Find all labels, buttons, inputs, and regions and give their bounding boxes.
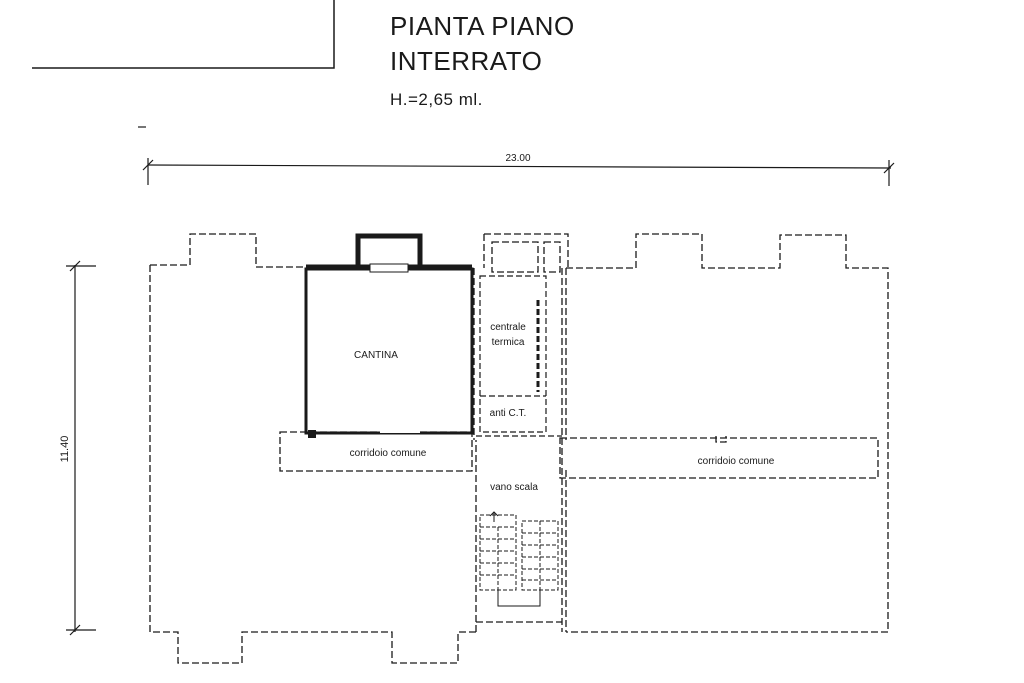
plan-title-line2: INTERRATO — [390, 46, 543, 76]
centrale-label-line2: termica — [492, 337, 525, 348]
frame-corner — [32, 0, 335, 69]
building-outline — [149, 233, 889, 664]
floor-height-note: H.=2,65 ml. — [390, 90, 483, 109]
staircase — [479, 511, 559, 607]
corridor-left-label: corridoio comune — [350, 448, 427, 459]
width-dimension-label: 23.00 — [505, 153, 530, 164]
width-dimension: 23.00 — [142, 153, 895, 186]
height-dimension: 11.40 — [59, 260, 96, 636]
cantina-room — [304, 233, 474, 438]
stair-label: vano scala — [490, 482, 538, 493]
centrale-label-line1: centrale — [490, 322, 526, 333]
corridor-walls — [279, 431, 879, 479]
corridor-right-label: corridoio comune — [698, 456, 775, 467]
anti-ct-label: anti C.T. — [490, 408, 527, 419]
height-dimension-label: 11.40 — [59, 436, 71, 463]
plan-title-line1: PIANTA PIANO — [390, 11, 575, 41]
cantina-label: CANTINA — [354, 350, 398, 361]
centrale-termica-walls — [476, 275, 562, 437]
